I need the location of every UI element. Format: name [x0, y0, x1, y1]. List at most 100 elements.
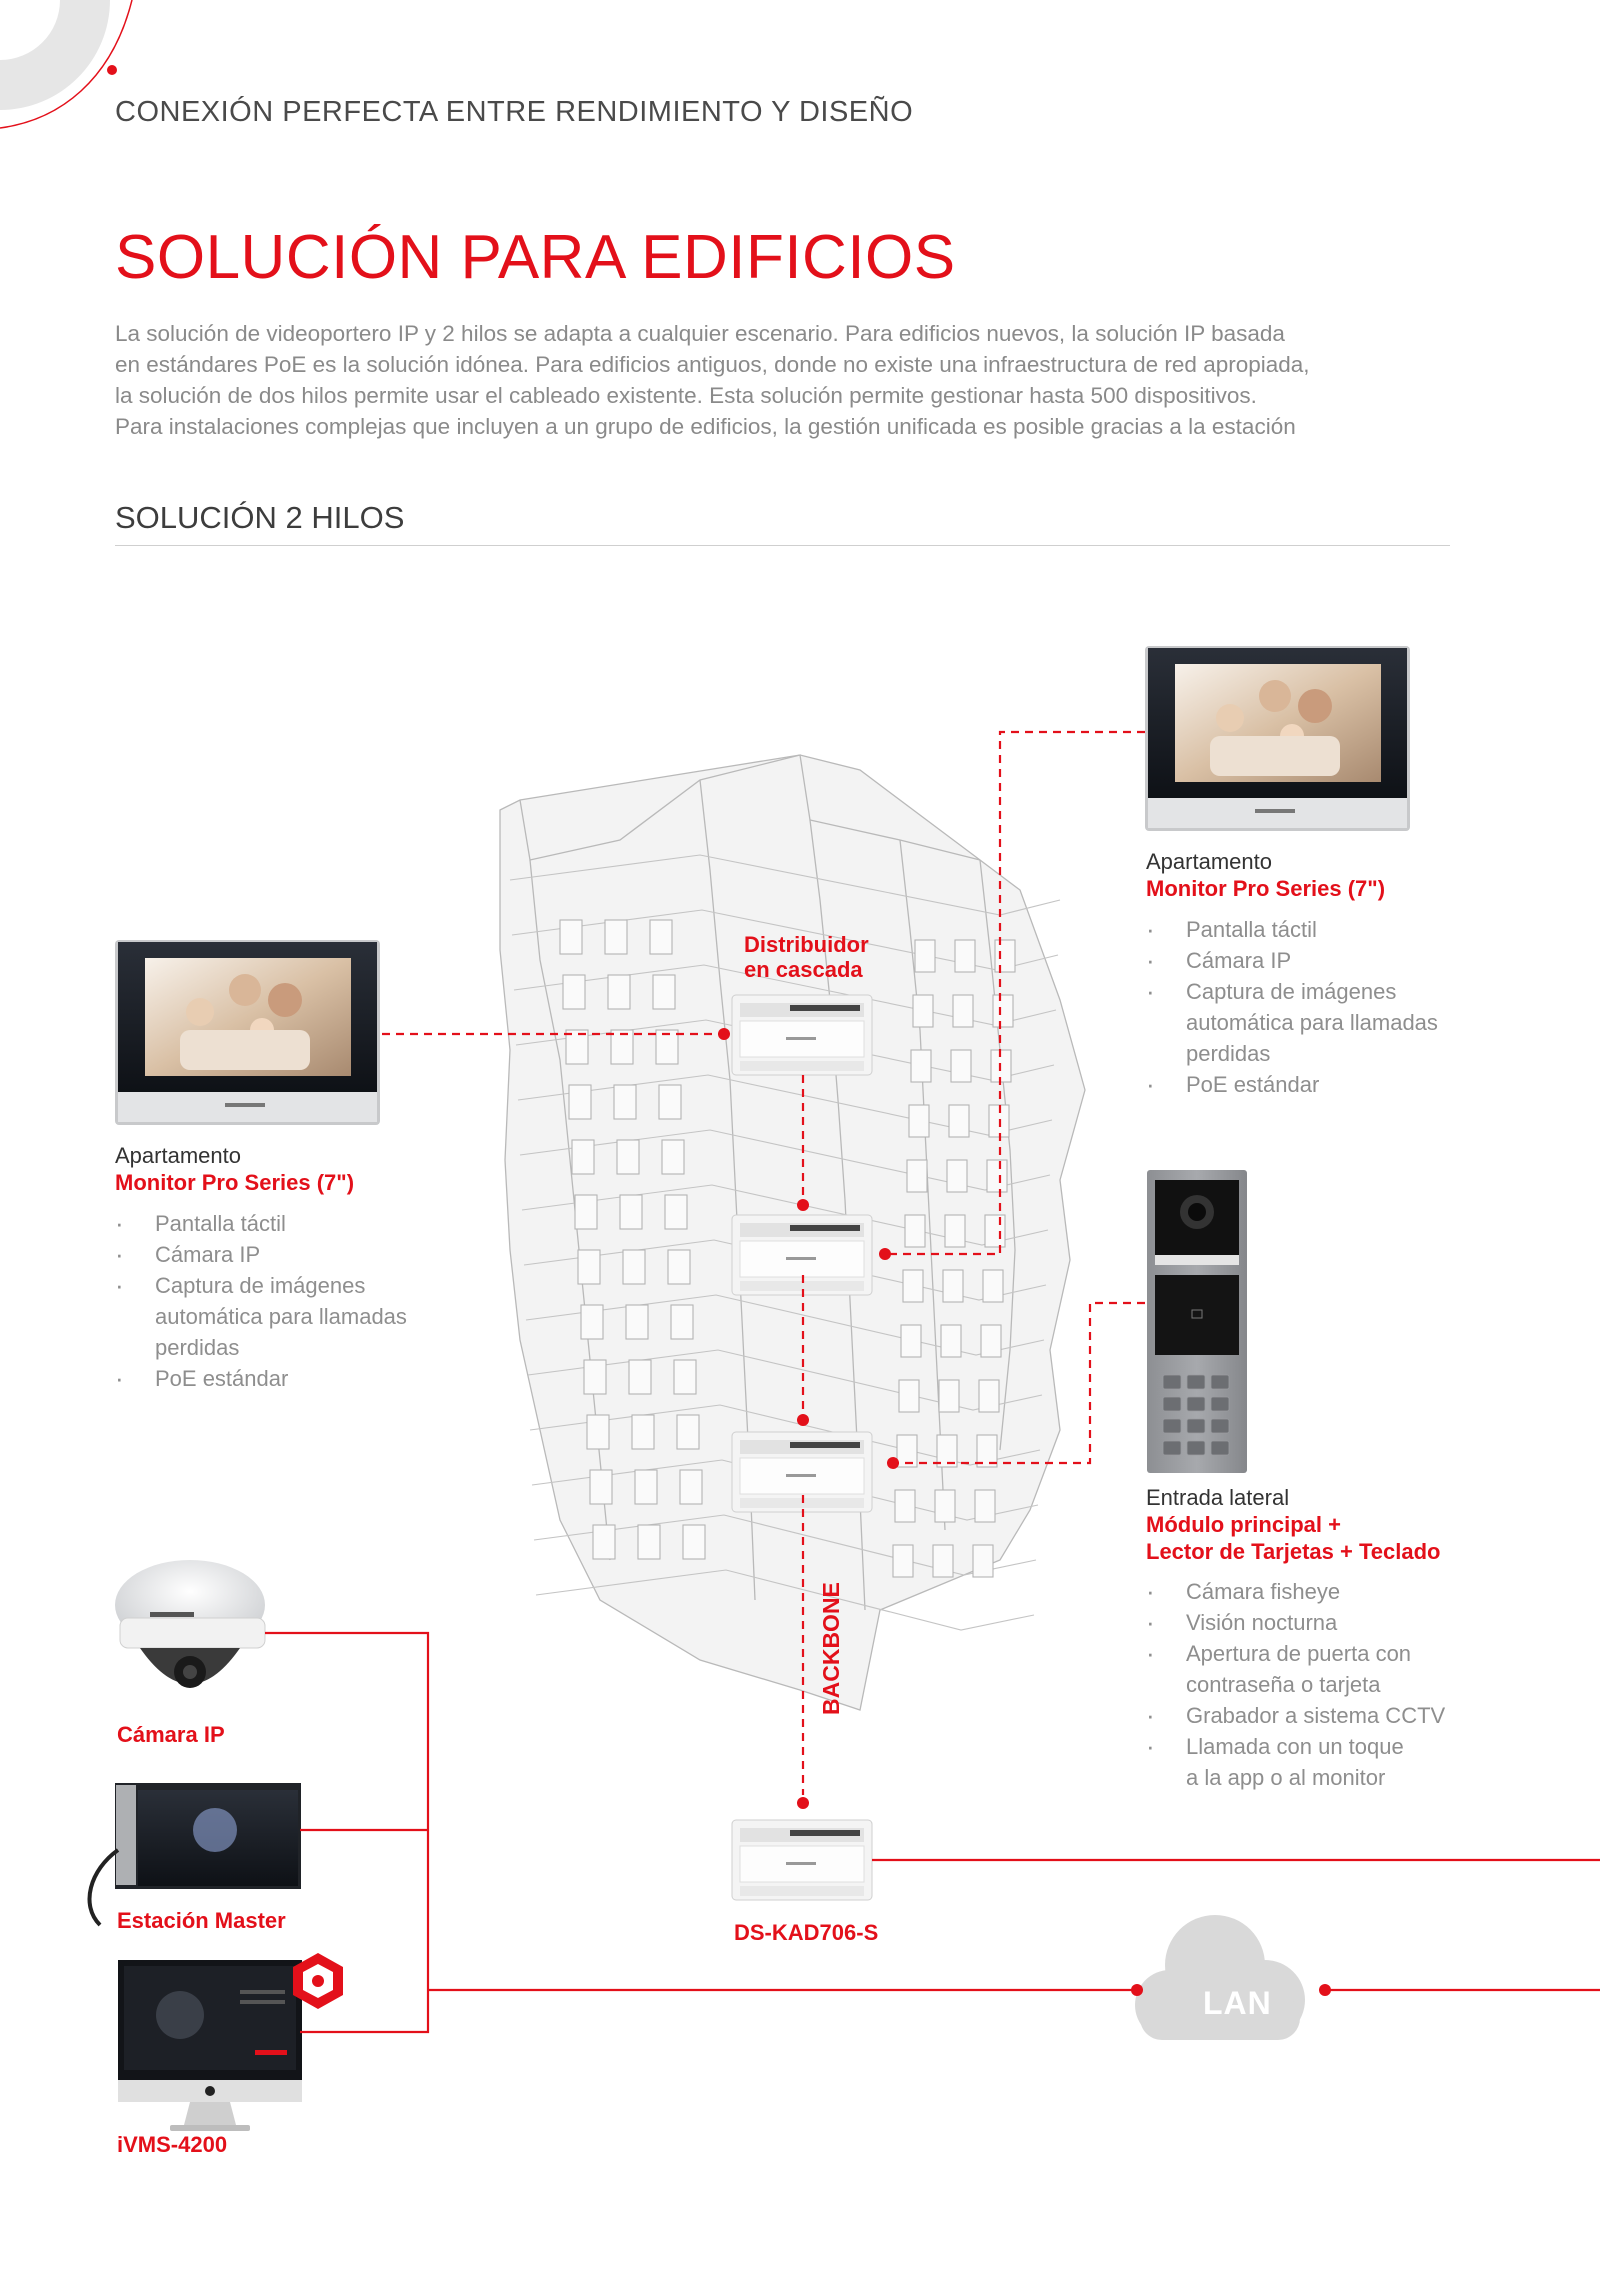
feature-item: Cámara fisheye — [1146, 1576, 1445, 1607]
section-divider — [115, 545, 1450, 546]
header-kicker: CONEXIÓN PERFECTA ENTRE RENDIMIENTO Y DI… — [115, 96, 914, 128]
window-pane — [892, 1544, 914, 1578]
window-pane — [562, 974, 586, 1010]
keypad-key — [1186, 1418, 1206, 1434]
window-pane — [994, 939, 1016, 973]
window-pane — [664, 1194, 688, 1230]
master-station-label: Estación Master — [117, 1908, 286, 1933]
feature-item: perdidas — [1186, 1041, 1271, 1066]
window-pane — [972, 1544, 994, 1578]
feature-item: Captura de imágenes — [115, 1270, 407, 1301]
window-pane — [628, 1359, 652, 1395]
distributor-unit — [731, 994, 873, 1076]
feature-item: PoE estándar — [1146, 1069, 1438, 1100]
window-pane — [980, 1324, 1002, 1358]
page-title: SOLUCIÓN PARA EDIFICIOS — [115, 223, 956, 292]
window-pane — [906, 1159, 928, 1193]
window-pane — [619, 1194, 643, 1230]
monitor-left-location: Apartamento — [115, 1143, 241, 1168]
monitor-right-location: Apartamento — [1146, 849, 1272, 874]
floor-line — [519, 1129, 1051, 1191]
window-pane — [670, 1304, 694, 1340]
feature-item: Grabador a sistema CCTV — [1146, 1700, 1445, 1731]
monitor-left-caption: Apartamento Monitor Pro Series (7") — [115, 1142, 354, 1196]
window-pane — [978, 1379, 1000, 1413]
monitor-left-device — [115, 940, 380, 1125]
ivms-label: iVMS-4200 — [117, 2132, 228, 2157]
window-pane — [982, 1269, 1004, 1303]
window-pane — [574, 1194, 598, 1230]
monitor-right-caption: Apartamento Monitor Pro Series (7") — [1146, 848, 1385, 902]
master-station-device — [87, 1783, 301, 1927]
lan-cloud — [1135, 1915, 1305, 2040]
window-pane — [986, 1159, 1008, 1193]
ip-camera-label: Cámara IP — [117, 1722, 225, 1747]
window-pane — [568, 1084, 592, 1120]
window-pane — [616, 1139, 640, 1175]
window-pane — [894, 1489, 916, 1523]
feature-item: contraseña o tarjeta — [1186, 1672, 1381, 1697]
window-pane — [583, 1359, 607, 1395]
window-pane — [655, 1029, 679, 1065]
window-pane — [586, 1414, 610, 1450]
feature-item: automática para llamadas — [1186, 1010, 1438, 1035]
window-pane — [559, 919, 583, 955]
window-pane — [613, 1084, 637, 1120]
window-pane — [896, 1434, 918, 1468]
floor-line — [525, 1294, 1045, 1356]
monitor-right-features: Pantalla táctil Cámara IP Captura de imá… — [1146, 914, 1438, 1100]
window-pane — [592, 1524, 616, 1560]
window-pane — [974, 1489, 996, 1523]
window-pane — [589, 1469, 613, 1505]
intro-line: la solución de dos hilos permite usar el… — [115, 383, 1257, 408]
corner-arc-decoration — [0, 0, 133, 129]
door-station-model: Módulo principal + — [1146, 1512, 1341, 1537]
window-pane — [676, 1414, 700, 1450]
window-pane — [992, 994, 1014, 1028]
ip-camera-device — [115, 1560, 266, 1688]
main-unit-device — [731, 1819, 873, 1901]
floor-line — [533, 1514, 1037, 1576]
keypad-key — [1162, 1374, 1182, 1390]
lan-label: LAN — [1203, 1985, 1272, 2021]
door-station-model: Lector de Tarjetas + Teclado — [1146, 1539, 1441, 1564]
feature-item: a la app o al monitor — [1186, 1765, 1386, 1790]
window-pane — [634, 1469, 658, 1505]
feature-item: Pantalla táctil — [1146, 914, 1438, 945]
window-pane — [622, 1249, 646, 1285]
window-pane — [946, 1159, 968, 1193]
window-pane — [908, 1104, 930, 1138]
window-pane — [580, 1304, 604, 1340]
window-pane — [637, 1524, 661, 1560]
door-station-location: Entrada lateral — [1146, 1485, 1290, 1510]
monitor-right-model: Monitor Pro Series (7") — [1146, 876, 1386, 901]
window-pane — [661, 1139, 685, 1175]
window-pane — [610, 1029, 634, 1065]
feature-item: Cámara IP — [1146, 945, 1438, 976]
distributor-label: Distribuidor en cascada — [744, 932, 869, 982]
keypad-key — [1162, 1418, 1182, 1434]
connection-lines — [265, 730, 1600, 2034]
window-pane — [649, 919, 673, 955]
window-pane — [898, 1379, 920, 1413]
window-pane — [682, 1524, 706, 1560]
ivms-computer-device — [118, 1953, 343, 2131]
feature-item: PoE estándar — [115, 1363, 407, 1394]
window-pane — [577, 1249, 601, 1285]
window-pane — [944, 1214, 966, 1248]
window-pane — [667, 1249, 691, 1285]
feature-item: Captura de imágenes — [1146, 976, 1438, 1007]
feature-item: automática para llamadas — [155, 1304, 407, 1329]
floor-line — [509, 854, 1061, 916]
intro-paragraph: La solución de videoportero IP y 2 hilos… — [115, 318, 1425, 442]
window-pane — [936, 1434, 958, 1468]
window-pane — [910, 1049, 932, 1083]
window-pane — [932, 1544, 954, 1578]
intro-line: Para instalaciones complejas que incluye… — [115, 414, 1296, 439]
distributor-label-line: en cascada — [744, 957, 863, 982]
window-pane — [658, 1084, 682, 1120]
floor-line — [535, 1569, 1035, 1631]
building-windows — [559, 919, 1016, 1578]
feature-item: Apertura de puerta con — [1146, 1638, 1445, 1669]
